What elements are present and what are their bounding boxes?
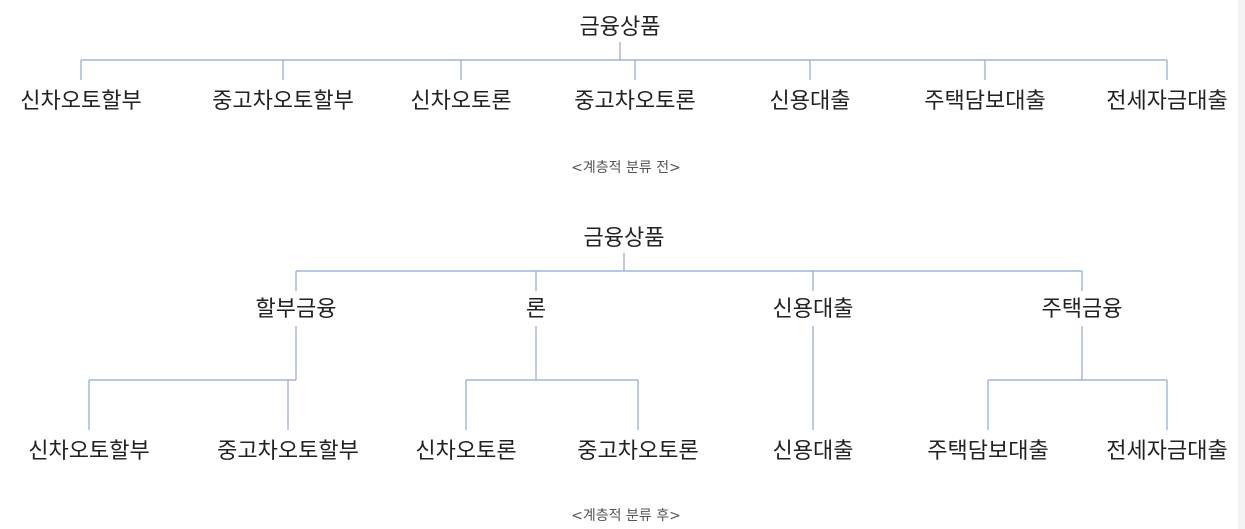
after-leaf-node: 중고차오토할부	[217, 439, 359, 464]
after-group-node: 신용대출	[772, 297, 854, 322]
after-root-node: 금융상품	[583, 226, 665, 251]
after-leaf-node: 신용대출	[772, 439, 854, 464]
after-group-node: 할부금융	[255, 297, 337, 322]
after-leaf-node: 전세자금대출	[1106, 439, 1228, 464]
before-root-node: 금융상품	[579, 15, 661, 40]
after-leaf-node: 중고차오토론	[577, 439, 699, 464]
after-leaf-node: 신차오토할부	[28, 439, 150, 464]
after-group-node: 론	[525, 297, 547, 322]
before-leaf-node: 신용대출	[769, 89, 851, 114]
before-caption: <계층적 분류 전>	[571, 160, 681, 176]
before-leaf-node: 신차오토론	[410, 89, 512, 114]
before-leaf-node: 중고차오토론	[574, 89, 696, 114]
after-leaf-node: 주택담보대출	[927, 439, 1049, 464]
before-leaf-node: 신차오토할부	[20, 89, 142, 114]
after-leaf-node: 신차오토론	[415, 439, 517, 464]
before-leaf-node: 중고차오토할부	[212, 89, 354, 114]
after-group-node: 주택금융	[1041, 297, 1123, 322]
right-edge-strip	[1238, 0, 1245, 529]
before-leaf-node: 주택담보대출	[924, 89, 1046, 114]
before-leaf-node: 전세자금대출	[1106, 89, 1228, 114]
after-caption: <계층적 분류 후>	[571, 508, 681, 524]
